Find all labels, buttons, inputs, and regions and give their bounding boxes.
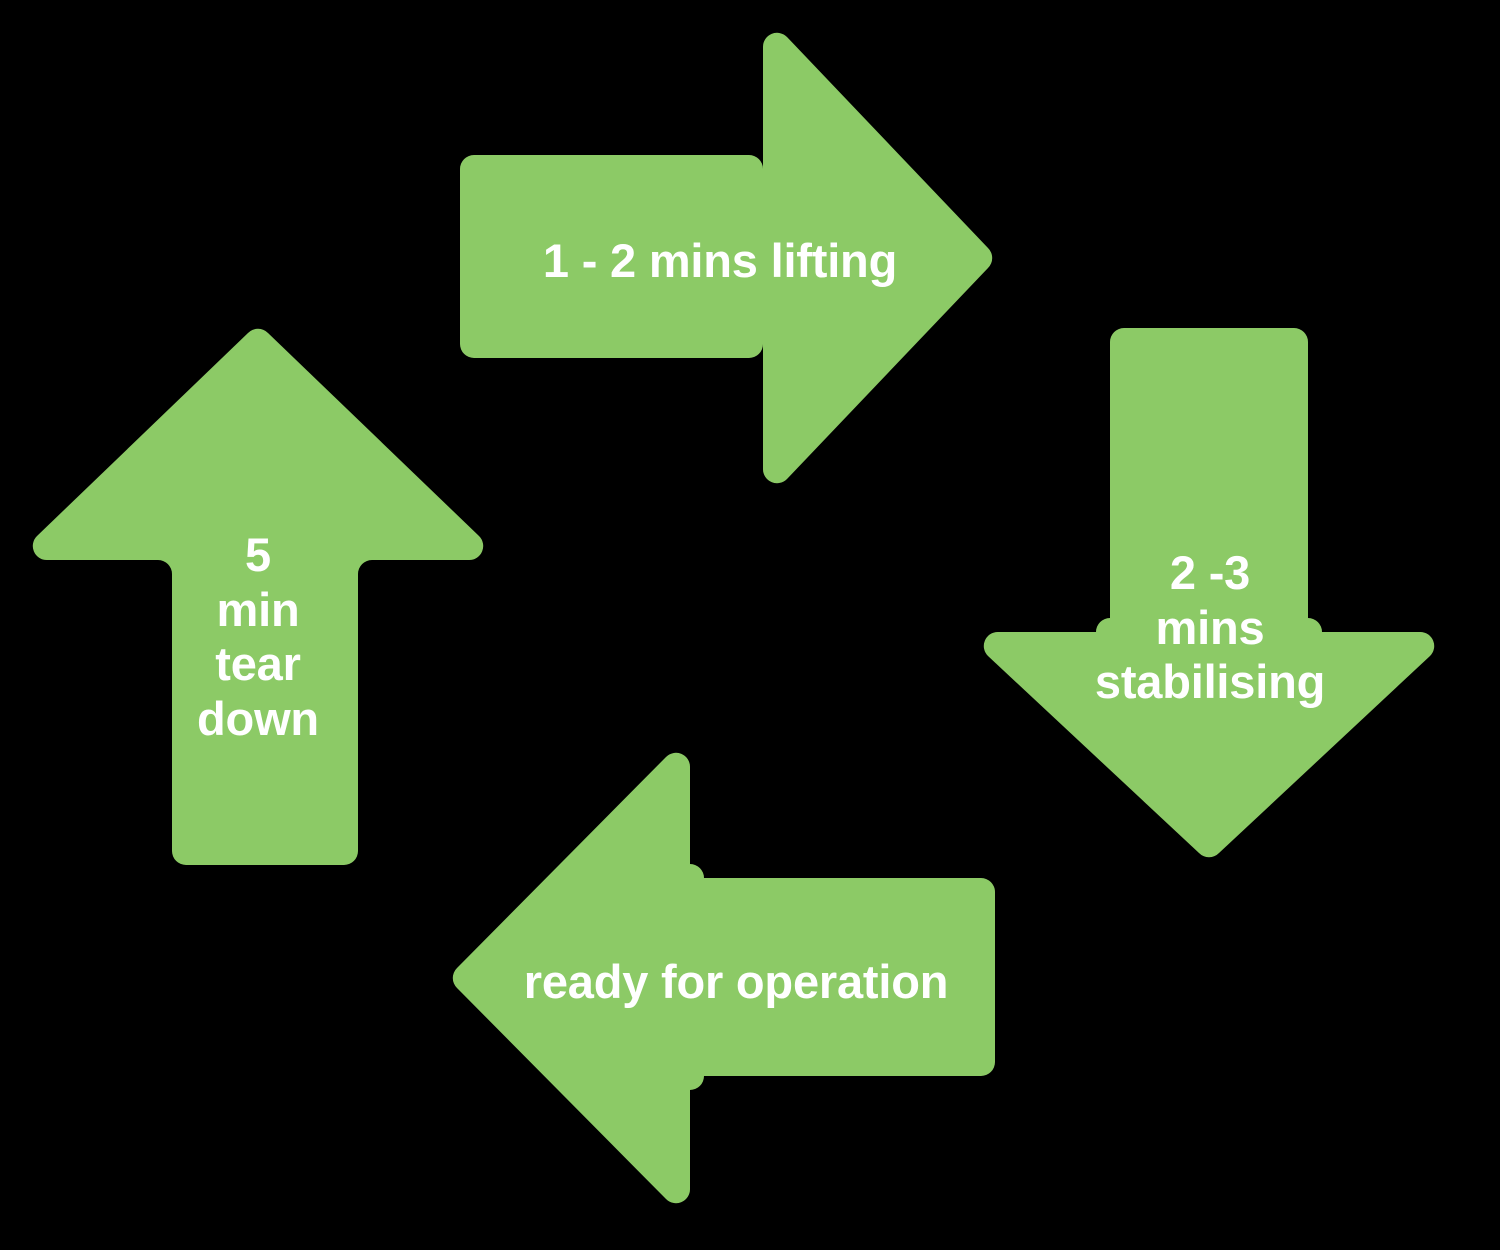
arrow-right-lifting[interactable]: [460, 32, 993, 484]
arrow-up-teardown[interactable]: [32, 328, 484, 865]
arrow-down-stabilising[interactable]: [983, 328, 1435, 858]
arrow-left-ready[interactable]: [452, 752, 995, 1204]
